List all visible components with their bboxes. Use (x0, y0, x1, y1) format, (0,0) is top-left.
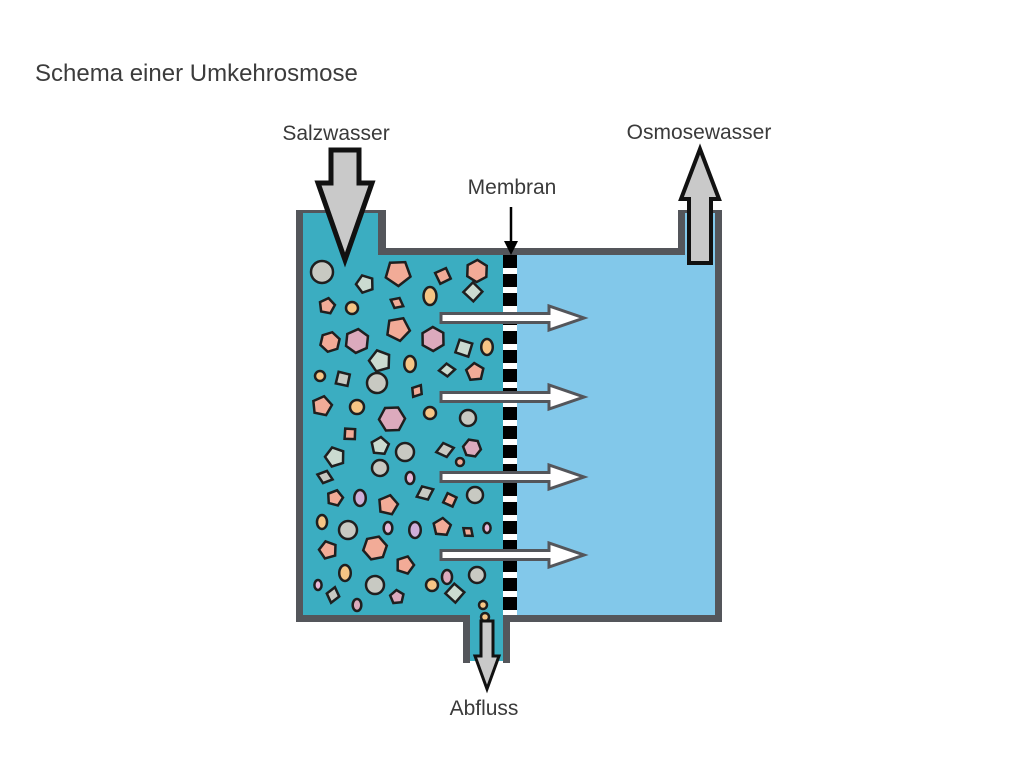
tank-wall-bottom-right (503, 615, 722, 622)
osmosis-flow-arrow (439, 540, 589, 570)
osmosis-water-label: Osmosewasser (626, 121, 772, 144)
salt-particle (367, 348, 391, 373)
salt-particle (317, 539, 337, 560)
salt-particle (364, 574, 386, 596)
salt-particle (361, 535, 389, 561)
salt-particle (443, 581, 467, 605)
salt-water-label: Salzwasser (282, 122, 390, 145)
salt-particles-group (309, 258, 495, 623)
salt-water-inflow-arrow (314, 147, 376, 268)
salt-particle (344, 300, 360, 316)
salt-particle (422, 405, 438, 421)
salt-particle (422, 285, 438, 307)
salt-particle (421, 325, 445, 353)
membrane-pointer-arrow (504, 207, 518, 255)
outlet-spout-wall-left (678, 210, 685, 255)
page-title: Schema einer Umkehrosmose (35, 60, 358, 87)
osmosis-water-outflow-arrow (678, 143, 722, 265)
drain-spout-wall-right (503, 615, 510, 663)
salt-particle (365, 371, 389, 395)
salt-particle (440, 568, 454, 586)
salt-particle (458, 408, 478, 428)
tank-wall-right (715, 210, 722, 622)
drain-spout-wall-left (463, 615, 470, 663)
salt-particle (477, 599, 489, 611)
salt-particle (467, 565, 487, 585)
salt-particle (309, 259, 335, 285)
salt-particle (337, 563, 353, 583)
salt-particle (319, 330, 341, 354)
salt-particle (437, 362, 457, 378)
salt-particle (424, 577, 440, 593)
salt-particle (323, 445, 345, 468)
salt-particle (384, 260, 412, 288)
salt-particle (388, 296, 406, 310)
salt-particle (354, 273, 374, 295)
tank-wall-top (378, 248, 685, 255)
salt-particle (482, 521, 492, 535)
salt-particle (377, 406, 407, 432)
drain-arrow (472, 619, 502, 694)
salt-particle (370, 435, 391, 456)
salt-particle (464, 361, 485, 382)
salt-particle (386, 316, 412, 343)
tank-wall-left (296, 210, 303, 622)
salt-particle (325, 585, 341, 605)
salt-particle (337, 519, 359, 541)
salt-particle (315, 513, 329, 531)
drain-label: Abfluss (449, 697, 519, 720)
salt-particle (343, 427, 357, 441)
salt-particle (465, 485, 485, 505)
salt-particle (313, 369, 327, 383)
salt-particle (454, 456, 466, 468)
salt-particle (318, 296, 337, 315)
osmosis-flow-arrow (439, 462, 589, 492)
salt-particle (404, 470, 416, 486)
tank-wall-bottom-left (296, 615, 470, 622)
salt-particle (351, 597, 363, 613)
salt-particle (334, 370, 352, 388)
salt-particle (461, 280, 485, 304)
salt-particle (315, 469, 335, 485)
salt-particle (432, 516, 453, 537)
membrane-pointer-head (504, 241, 518, 255)
salt-particle (410, 383, 424, 399)
membrane-label: Membran (467, 176, 557, 199)
osmosis-flow-arrows-group (439, 303, 589, 570)
salt-particle (326, 488, 345, 507)
salt-particle (352, 488, 368, 508)
salt-particle (402, 354, 418, 374)
osmosis-flow-arrow (439, 303, 589, 333)
salt-particle (441, 491, 459, 509)
osmosis-flow-arrow (439, 382, 589, 412)
salt-particle (382, 520, 394, 536)
salt-particle (388, 588, 405, 605)
salt-particle (414, 484, 436, 502)
salt-particle (433, 266, 453, 286)
salt-particle (465, 258, 489, 284)
salt-particle (461, 526, 475, 538)
salt-particle (394, 441, 416, 463)
salt-particle (396, 554, 416, 576)
salt-particle (461, 438, 483, 458)
salt-particle (378, 493, 400, 516)
salt-particle (312, 394, 334, 417)
salt-particle (479, 337, 495, 357)
salt-particle (434, 441, 456, 459)
salt-particle (348, 398, 366, 416)
salt-particle (407, 520, 423, 540)
inlet-step-wall (378, 210, 386, 255)
salt-particle (370, 458, 390, 478)
salt-particle (344, 327, 370, 355)
salt-particle (453, 338, 474, 359)
salt-particle (313, 578, 323, 592)
